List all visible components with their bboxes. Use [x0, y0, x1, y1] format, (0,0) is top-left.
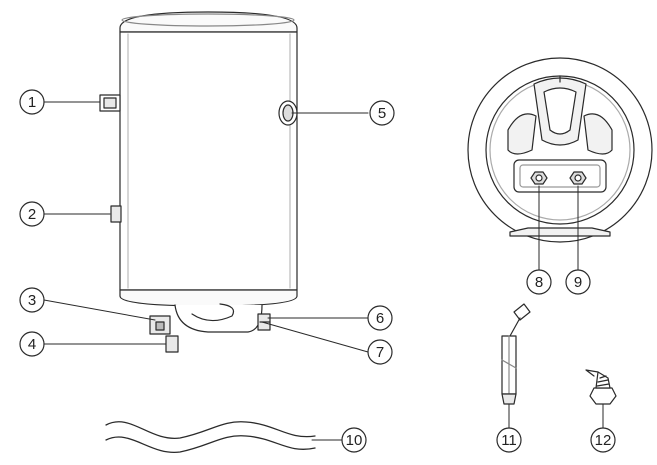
callout-8: 8	[526, 269, 552, 295]
callout-circle	[367, 339, 393, 365]
callout-number: 8	[535, 274, 543, 291]
bottom-view-stand	[509, 227, 611, 237]
callout-circle	[19, 331, 45, 357]
callout-1: 1	[19, 89, 45, 115]
callout-6: 6	[367, 305, 393, 331]
callout-2: 2	[19, 201, 45, 227]
callout-circle	[341, 427, 367, 453]
callout-number: 2	[28, 206, 36, 223]
callout-10: 10	[341, 427, 367, 453]
tank-bottom-view	[467, 57, 653, 243]
callout-7: 7	[367, 339, 393, 365]
callout-circle	[496, 427, 522, 453]
bottom-assembly	[149, 303, 271, 353]
callout-number: 11	[501, 432, 517, 449]
bottom-view-window-right	[583, 113, 613, 155]
callout-circle	[590, 427, 616, 453]
callout-number: 12	[595, 432, 612, 449]
callout-number: 1	[28, 94, 36, 111]
callout-number: 9	[574, 274, 582, 291]
callout-circle	[369, 100, 395, 126]
callout-circle	[565, 269, 591, 295]
inlet-fitting	[530, 171, 548, 185]
callout-3: 3	[19, 287, 45, 313]
callout-4: 4	[19, 331, 45, 357]
callout-number: 3	[28, 292, 36, 309]
callout-11: 11	[496, 427, 522, 453]
tank-side-view	[99, 11, 298, 353]
callout-12: 12	[590, 427, 616, 453]
callout-number: 4	[28, 336, 36, 353]
callout-circle	[19, 89, 45, 115]
leader-lines	[43, 101, 604, 441]
callout-number: 10	[346, 432, 363, 449]
tank-top-rim	[121, 13, 295, 27]
callout-circle	[526, 269, 552, 295]
callout-number: 7	[376, 344, 384, 361]
callout-9: 9	[565, 269, 591, 295]
callout-number: 5	[378, 105, 386, 122]
side-connection	[110, 205, 122, 223]
callout-5: 5	[369, 100, 395, 126]
callout-circle	[19, 287, 45, 313]
anchor-bolt	[501, 303, 531, 405]
bottom-view-window-left	[507, 113, 537, 155]
screw	[585, 369, 617, 405]
callout-number: 6	[376, 310, 384, 327]
tank-body	[119, 31, 298, 291]
callout-circle	[367, 305, 393, 331]
tank-bottom-cap	[119, 289, 298, 307]
tank-top-cap	[119, 11, 298, 33]
outlet-fitting	[569, 171, 587, 185]
wall-bracket	[99, 94, 121, 112]
flexible-hose	[105, 421, 316, 453]
callout-circle	[19, 201, 45, 227]
